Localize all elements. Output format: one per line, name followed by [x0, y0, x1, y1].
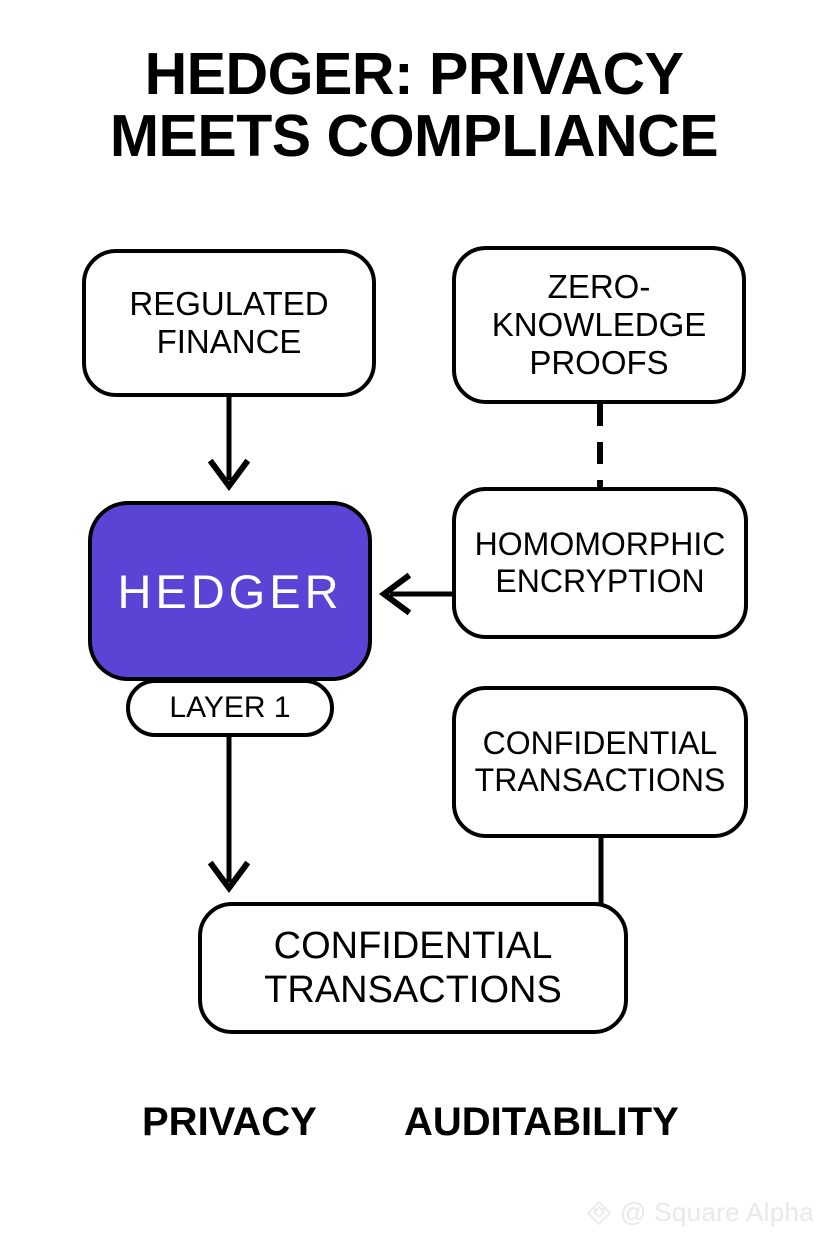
node-homomorphic-encryption[interactable]: HOMOMORPHIC ENCRYPTION [452, 487, 748, 639]
edge-layer1-to-confidential-transactions [207, 737, 251, 894]
node-hedger-label: HEDGER [117, 564, 343, 618]
node-zero-knowledge-proofs[interactable]: ZERO- KNOWLEDGE PROOFS [452, 246, 746, 404]
node-regulated-finance-label: REGULATED FINANCE [129, 284, 329, 360]
footer-label-privacy: PRIVACY [142, 1100, 317, 1144]
watermark: @ Square Alpha [585, 1197, 814, 1228]
node-homomorphic-encryption-label: HOMOMORPHIC ENCRYPTION [474, 525, 726, 599]
edge-regulated-finance-to-hedger [207, 397, 251, 492]
node-confidential-transactions-bottom[interactable]: CONFIDENTIAL TRANSACTIONS [198, 902, 628, 1034]
node-hedger[interactable]: HEDGER [88, 501, 372, 681]
edge-homomorphic-to-hedger [378, 572, 452, 616]
diamond-logo-icon [585, 1199, 613, 1227]
node-confidential-transactions-right-label: CONFIDENTIAL TRANSACTIONS [474, 724, 726, 798]
node-confidential-transactions-right[interactable]: CONFIDENTIAL TRANSACTIONS [452, 686, 748, 838]
node-confidential-transactions-bottom-label: CONFIDENTIAL TRANSACTIONS [264, 924, 562, 1011]
node-layer-1-label: LAYER 1 [169, 690, 291, 724]
watermark-handle: @ Square Alpha [620, 1197, 814, 1227]
page-title: HEDGER: PRIVACY MEETS COMPLIANCE [109, 41, 719, 169]
node-layer-1[interactable]: LAYER 1 [126, 679, 334, 737]
node-regulated-finance[interactable]: REGULATED FINANCE [82, 249, 376, 397]
footer-label-auditability: AUDITABILITY [404, 1100, 679, 1144]
node-zero-knowledge-proofs-label: ZERO- KNOWLEDGE PROOFS [491, 267, 707, 382]
